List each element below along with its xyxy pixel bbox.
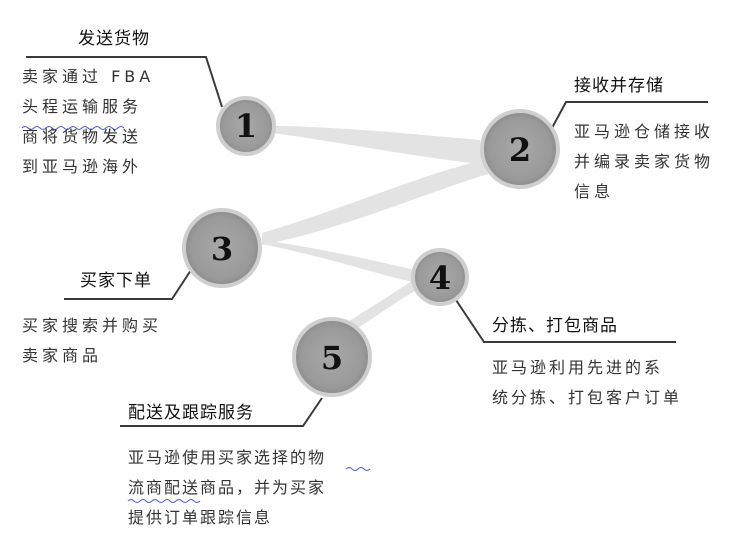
step-5-description: 亚马逊使用买家选择的物 流商配送商品，并为买家 提供订单跟踪信息 — [128, 443, 326, 533]
spellcheck-underline-1 — [21, 126, 125, 130]
step-2-title: 接收并存储 — [574, 76, 664, 96]
connector-4-5 — [346, 276, 426, 332]
step-circle-4: 4 — [411, 248, 469, 306]
step-circles: 1 2 3 4 5 — [182, 96, 560, 397]
step-4-desc-line: 统分拣、打包客户订单 — [492, 388, 683, 407]
step-4-desc-line: 亚马逊利用先进的系 — [492, 358, 664, 377]
step-3-title: 买家下单 — [80, 271, 152, 291]
step-5-desc-line: 亚马逊使用买家选择的物 — [128, 448, 327, 467]
step-5-desc-line: 提供订单跟踪信息 — [128, 508, 273, 527]
step-number-1: 1 — [235, 107, 257, 145]
leader-line-2 — [551, 101, 708, 129]
step-2-desc-line: 亚马逊仓储接收 — [574, 122, 715, 141]
spellcheck-underline-2 — [345, 467, 371, 471]
step-1-desc-line: 头程运输服务 — [22, 97, 143, 116]
step-4-title: 分拣、打包商品 — [492, 316, 618, 336]
spellcheck-underline-3 — [127, 499, 201, 503]
step-number-2: 2 — [509, 131, 531, 169]
step-number-5: 5 — [321, 339, 343, 377]
step-3-description: 买家搜索并购买 卖家商品 — [22, 311, 162, 371]
step-3-desc-line: 卖家商品 — [22, 346, 103, 365]
step-number-3: 3 — [211, 230, 233, 268]
step-2-description: 亚马逊仓储接收 并编录卖家货物 信息 — [574, 117, 714, 207]
step-2-desc-line: 并编录卖家货物 — [574, 152, 715, 171]
step-circle-3: 3 — [182, 208, 262, 288]
step-1-title: 发送货物 — [78, 29, 150, 49]
step-1-description: 卖家通过 FBA 头程运输服务 商将货物发送 到亚马逊海外 — [22, 62, 154, 182]
leader-line-3 — [64, 266, 194, 300]
connector-2-3 — [262, 160, 488, 245]
step-4-description: 亚马逊利用先进的系 统分拣、打包客户订单 — [492, 353, 682, 413]
leader-line-1 — [26, 56, 223, 108]
leader-line-5 — [120, 397, 323, 427]
leader-line-4 — [451, 293, 676, 343]
step-2-desc-line: 信息 — [574, 182, 615, 201]
step-circle-1: 1 — [216, 96, 276, 156]
connector-3-4 — [262, 240, 415, 282]
step-5-title: 配送及跟踪服务 — [128, 403, 254, 423]
step-5-desc-line: 流商配送商品，并为买家 — [128, 478, 327, 497]
connector-bands — [250, 125, 488, 332]
step-1-desc-line: 商将货物发送 — [22, 127, 143, 146]
step-circle-5: 5 — [292, 317, 372, 397]
step-3-desc-line: 买家搜索并购买 — [22, 316, 163, 335]
spellcheck-underlines — [21, 126, 371, 503]
step-1-desc-line: 卖家通过 FBA — [22, 67, 155, 86]
step-circle-2: 2 — [480, 109, 560, 189]
step-1-desc-line: 到亚马逊海外 — [22, 157, 143, 176]
leader-lines — [26, 56, 708, 427]
connector-1-2 — [250, 125, 482, 164]
step-number-4: 4 — [429, 259, 451, 297]
